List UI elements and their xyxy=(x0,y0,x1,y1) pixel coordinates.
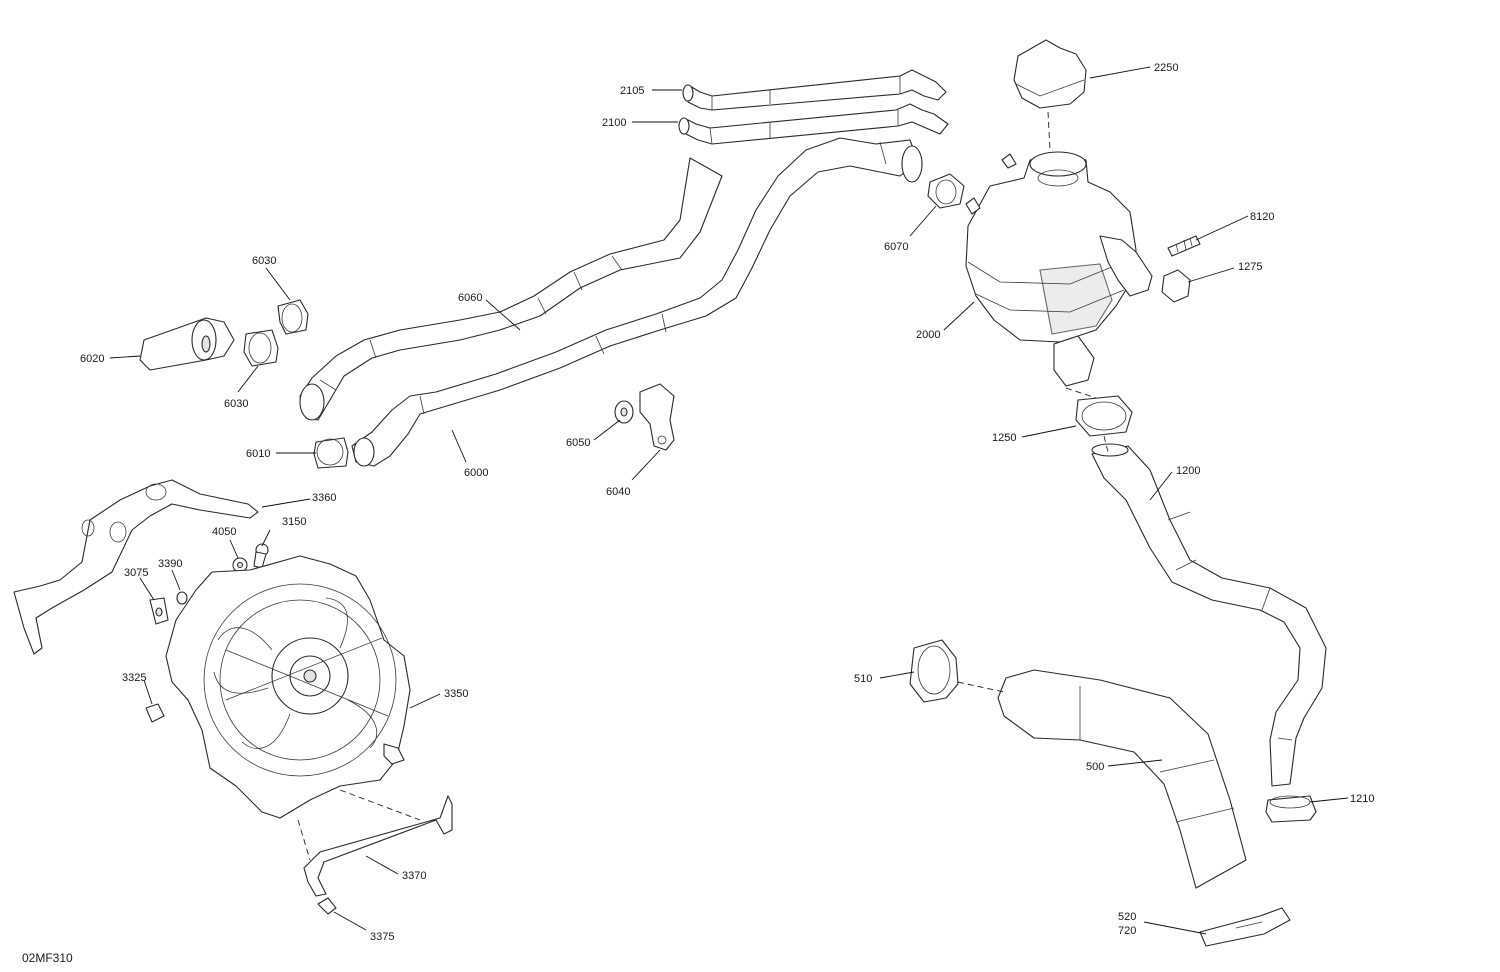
callout-3370: 3370 xyxy=(402,870,426,882)
callout-520: 520 xyxy=(1118,911,1136,923)
hose-6000 xyxy=(351,137,923,467)
callout-2105: 2105 xyxy=(620,85,644,97)
callout-1210: 1210 xyxy=(1350,793,1374,805)
callout-1200: 1200 xyxy=(1176,465,1200,477)
clamp-520-720 xyxy=(1199,907,1291,947)
callout-6030-lower: 6030 xyxy=(224,398,248,410)
callout-8120: 8120 xyxy=(1250,211,1274,223)
bracket-6040 xyxy=(639,383,675,451)
bolt-3150 xyxy=(253,543,269,569)
clip-3375 xyxy=(317,897,337,915)
hose-2105 xyxy=(682,69,947,111)
cap-2250 xyxy=(1013,39,1087,109)
nut-3075 xyxy=(149,597,169,625)
figure-code: 02MF310 xyxy=(22,951,73,965)
callout-3390: 3390 xyxy=(158,558,182,570)
callout-labels: 2105 2100 2250 8120 1275 6070 2000 6030 … xyxy=(22,62,1374,965)
hose-6060 xyxy=(299,157,723,421)
hose-2100 xyxy=(678,103,949,145)
callout-4050: 4050 xyxy=(212,526,236,538)
callout-6070: 6070 xyxy=(884,241,908,253)
clamp-6030-lower xyxy=(243,329,279,367)
callout-3350: 3350 xyxy=(444,688,468,700)
callout-3375: 3375 xyxy=(370,931,394,943)
callout-510: 510 xyxy=(854,673,872,685)
reservoir-2000 xyxy=(965,151,1153,387)
grommet-6050 xyxy=(614,400,634,424)
callout-3325: 3325 xyxy=(122,672,146,684)
hose-500 xyxy=(997,669,1247,889)
callout-1275: 1275 xyxy=(1238,261,1262,273)
callout-3360: 3360 xyxy=(312,492,336,504)
clamp-1250 xyxy=(1075,395,1133,437)
nut-1275 xyxy=(1161,269,1191,303)
hose-6020 xyxy=(139,317,235,371)
callout-2250: 2250 xyxy=(1154,62,1178,74)
bracket-3370 xyxy=(303,795,453,897)
fan-3350 xyxy=(165,555,411,819)
callout-6030-upper: 6030 xyxy=(252,255,276,267)
clamp-1210 xyxy=(1265,795,1317,823)
grommet-3390 xyxy=(176,591,188,605)
callout-500: 500 xyxy=(1086,761,1104,773)
callout-6040: 6040 xyxy=(606,486,630,498)
callout-1250: 1250 xyxy=(992,432,1016,444)
callout-720: 720 xyxy=(1118,925,1136,937)
screw-8120 xyxy=(1167,235,1201,257)
bracket-3360 xyxy=(13,479,259,655)
callout-3075: 3075 xyxy=(124,567,148,579)
callout-6050: 6050 xyxy=(566,437,590,449)
callout-6010: 6010 xyxy=(246,448,270,460)
callout-6020: 6020 xyxy=(80,353,104,365)
callout-6060: 6060 xyxy=(458,292,482,304)
clamp-6010 xyxy=(313,437,349,469)
callout-2000: 2000 xyxy=(916,329,940,341)
callout-6000: 6000 xyxy=(464,467,488,479)
leader-lines xyxy=(109,66,1349,935)
callout-3150: 3150 xyxy=(282,516,306,528)
callout-2100: 2100 xyxy=(602,117,626,129)
nut-3325 xyxy=(145,703,165,723)
clamp-510 xyxy=(909,639,959,703)
hose-1200 xyxy=(1091,443,1327,787)
clamp-6030-upper xyxy=(277,299,309,335)
clamp-6070 xyxy=(927,173,965,209)
